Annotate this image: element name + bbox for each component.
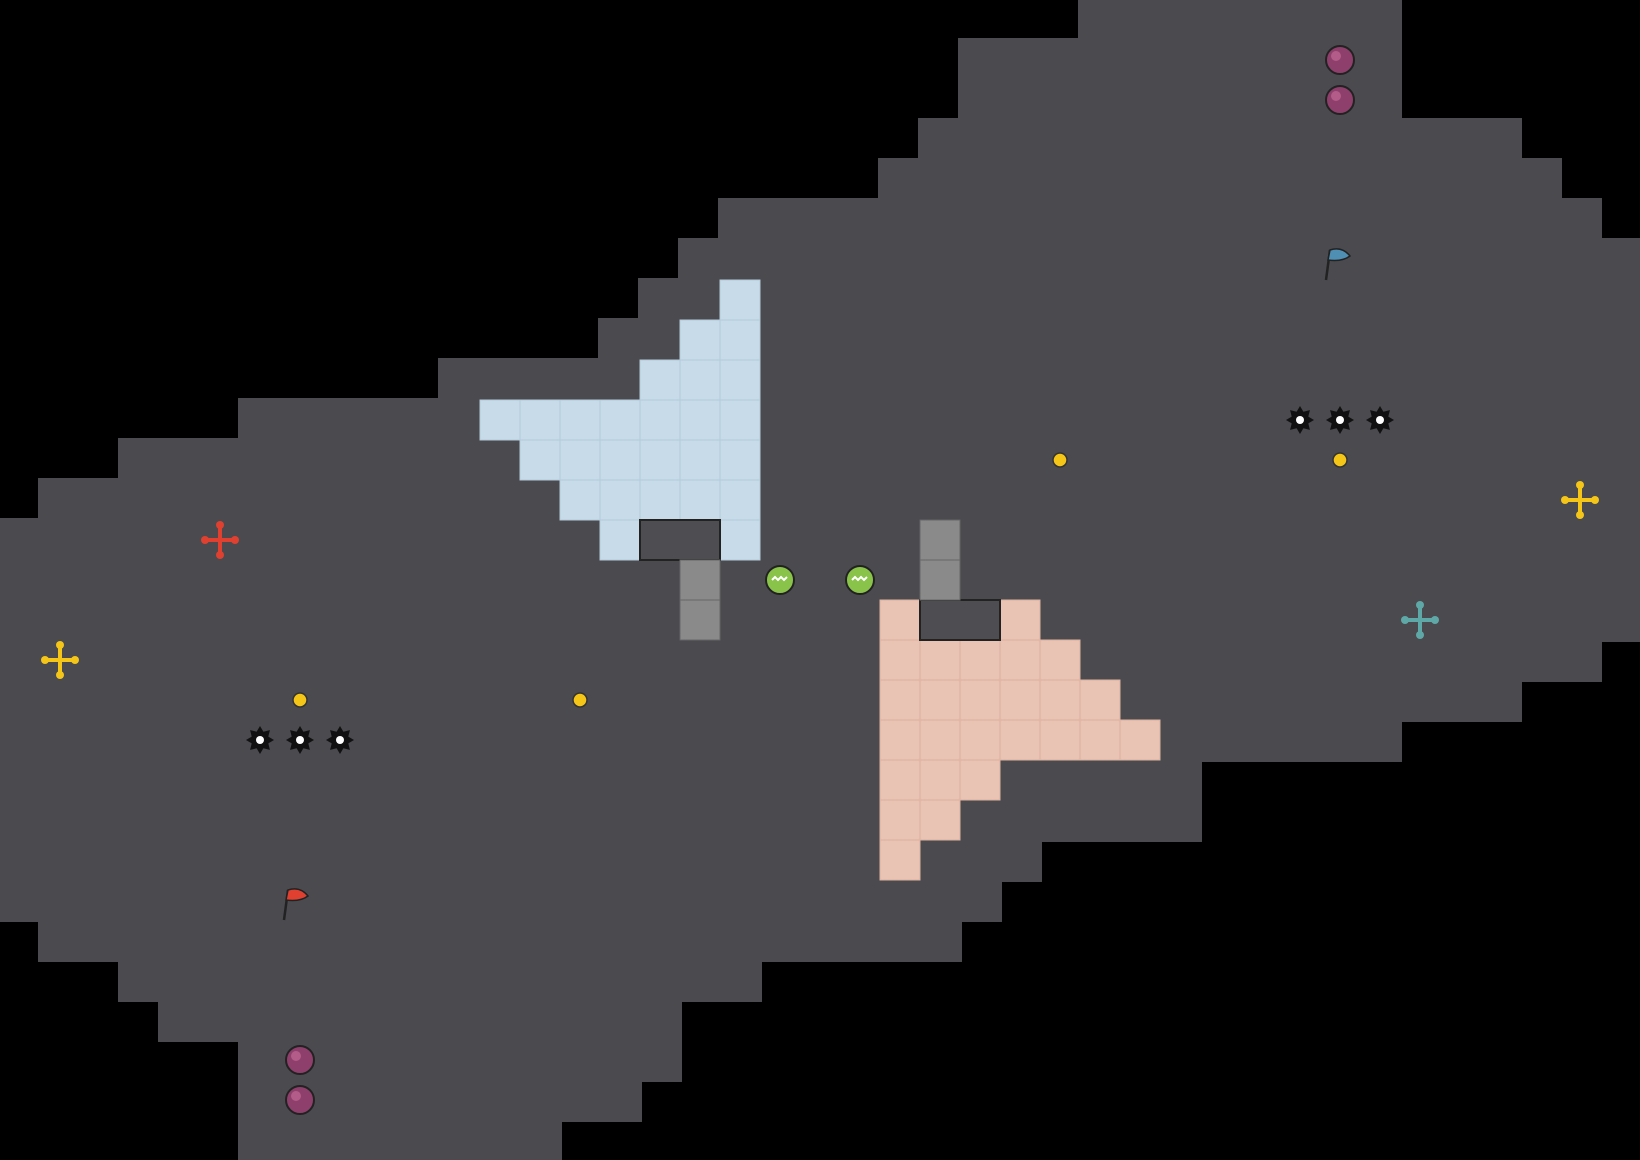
blue-zone-tile [719, 399, 761, 441]
gate-block [919, 599, 1001, 641]
boost-pad [679, 599, 721, 641]
blue-zone-tile [679, 319, 721, 361]
blue-zone-tile [719, 439, 761, 481]
blue-zone-tile [639, 479, 681, 521]
portal-icon [845, 565, 875, 595]
red-zone-tile [1039, 679, 1081, 721]
blue-zone-tile [559, 479, 601, 521]
blue-zone-tile [599, 479, 641, 521]
red-zone-tile [1079, 719, 1121, 761]
powerup-icon [1332, 452, 1348, 468]
portal-icon [765, 565, 795, 595]
red-zone-tile [879, 799, 921, 841]
red-zone-tile [999, 639, 1041, 681]
bomb-icon [1325, 45, 1355, 75]
red-zone-tile [919, 799, 961, 841]
red-zone-tile [959, 759, 1001, 801]
powerup-icon [292, 692, 308, 708]
gate-block [639, 519, 721, 561]
red-zone-tile [879, 719, 921, 761]
blue-zone-tile [519, 399, 561, 441]
boost-pad [919, 519, 961, 561]
blue-zone-tile [599, 519, 641, 561]
blue-zone-tile [559, 439, 601, 481]
spike-icon [326, 726, 354, 754]
blue-zone-tile [719, 319, 761, 361]
blue-zone-tile [479, 399, 521, 441]
blue-zone-tile [679, 399, 721, 441]
spike-icon [286, 726, 314, 754]
move-arrows-icon [201, 521, 239, 559]
red-zone-tile [959, 639, 1001, 681]
red-zone-tile [999, 599, 1041, 641]
red-zone-tile [1119, 719, 1161, 761]
boost-pad [919, 559, 961, 601]
flag-icon [282, 888, 310, 921]
blue-zone-tile [719, 479, 761, 521]
blue-zone-tile [519, 439, 561, 481]
red-zone-tile [1039, 639, 1081, 681]
blue-zone-tile [679, 439, 721, 481]
flag-icon [1324, 248, 1352, 281]
red-zone-tile [879, 639, 921, 681]
red-zone-tile [879, 759, 921, 801]
move-arrows-icon [41, 641, 79, 679]
red-zone-tile [919, 679, 961, 721]
red-zone-tile [919, 759, 961, 801]
red-zone-tile [919, 639, 961, 681]
blue-zone-tile [719, 359, 761, 401]
spike-icon [246, 726, 274, 754]
red-zone-tile [1079, 679, 1121, 721]
blue-zone-tile [599, 399, 641, 441]
blue-zone-tile [679, 479, 721, 521]
bomb-icon [285, 1045, 315, 1075]
move-arrows-icon [1401, 601, 1439, 639]
blue-zone-tile [719, 519, 761, 561]
bomb-icon [285, 1085, 315, 1115]
boost-pad [679, 559, 721, 601]
spike-icon [1286, 406, 1314, 434]
blue-zone-tile [679, 359, 721, 401]
red-zone-tile [879, 839, 921, 881]
move-arrows-icon [1561, 481, 1599, 519]
red-zone-tile [999, 719, 1041, 761]
blue-zone-tile [639, 399, 681, 441]
red-zone-tile [919, 719, 961, 761]
red-zone-tile [879, 599, 921, 641]
red-zone-tile [959, 719, 1001, 761]
powerup-icon [572, 692, 588, 708]
blue-zone-tile [639, 359, 681, 401]
powerup-icon [1052, 452, 1068, 468]
red-zone-tile [1039, 719, 1081, 761]
blue-zone-tile [559, 399, 601, 441]
bomb-icon [1325, 85, 1355, 115]
blue-zone-tile [719, 279, 761, 321]
red-zone-tile [959, 679, 1001, 721]
blue-zone-tile [599, 439, 641, 481]
spike-icon [1366, 406, 1394, 434]
spike-icon [1326, 406, 1354, 434]
red-zone-tile [999, 679, 1041, 721]
red-zone-tile [879, 679, 921, 721]
blue-zone-tile [639, 439, 681, 481]
